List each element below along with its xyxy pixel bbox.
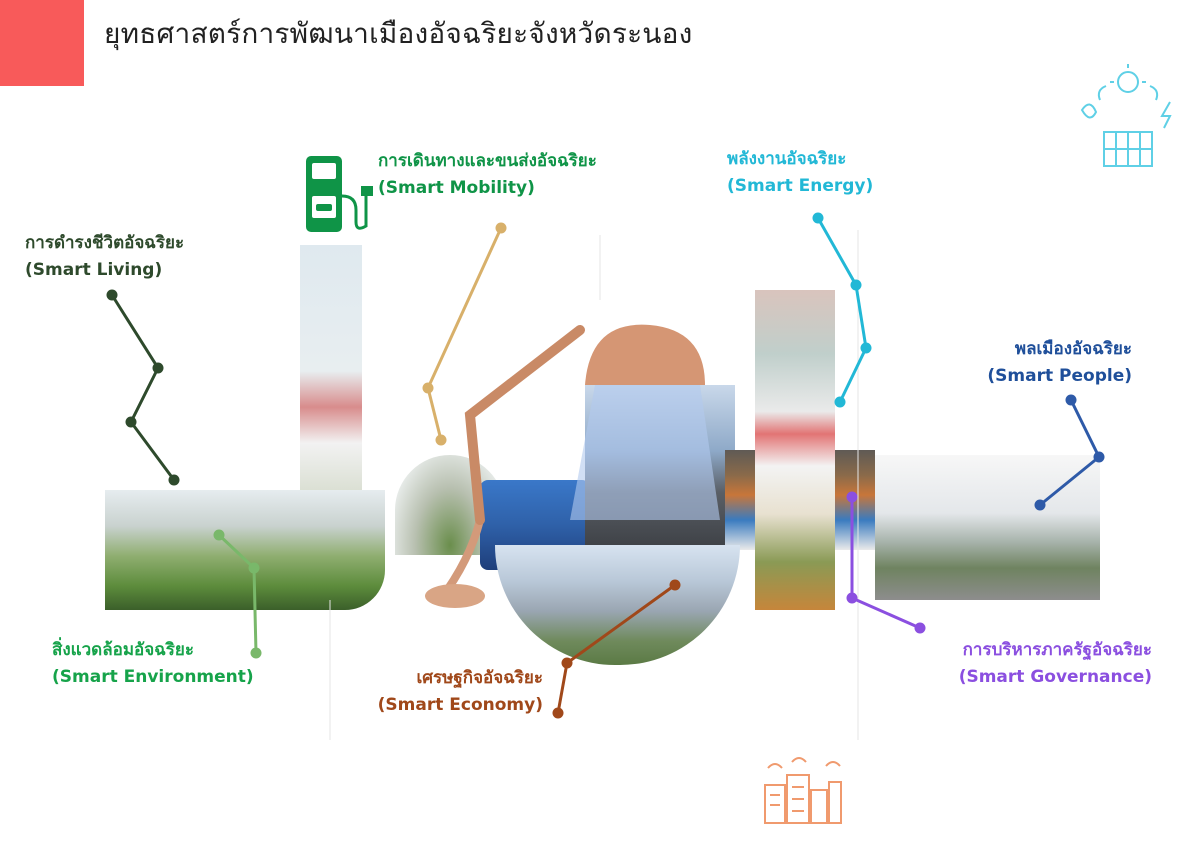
collage-panel-energy xyxy=(755,290,835,610)
label-smart-environment: สิ่งแวดล้อมอัจฉริยะ (Smart Environment) xyxy=(52,637,254,691)
mobility-dot xyxy=(435,434,447,446)
label-smart-environment-en: (Smart Environment) xyxy=(52,667,254,687)
governance-dot xyxy=(846,592,858,604)
environment-dot xyxy=(213,529,225,541)
label-smart-economy-en: (Smart Economy) xyxy=(377,695,543,715)
page-title: ยุทธศาสตร์การพัฒนาเมืองอัจฉริยะจังหวัดระ… xyxy=(104,17,693,50)
living-dot xyxy=(152,362,164,374)
economy-connector xyxy=(556,583,676,714)
ev-charging-station-icon xyxy=(306,156,373,232)
label-smart-mobility-th: การเดินทางและขนส่งอัจฉริยะ xyxy=(378,151,597,171)
label-smart-governance: การบริหารภาครัฐอัจฉริยะ (Smart Governanc… xyxy=(959,637,1152,691)
collage-panel-environment xyxy=(105,490,385,610)
environment-connector xyxy=(217,533,258,654)
label-smart-people-en: (Smart People) xyxy=(987,366,1132,386)
label-smart-living-th: การดำรงชีวิตอัจฉริยะ xyxy=(25,233,185,253)
label-smart-economy: เศรษฐกิจอัจฉริยะ (Smart Economy) xyxy=(378,665,543,719)
governance-dot xyxy=(914,622,926,634)
label-smart-people: พลเมืองอัจฉริยะ (Smart People) xyxy=(987,336,1132,390)
people-dot xyxy=(1093,451,1105,463)
accent-block xyxy=(0,0,84,86)
label-smart-governance-en: (Smart Governance) xyxy=(958,667,1152,687)
energy-dot xyxy=(834,396,846,408)
energy-dot xyxy=(860,342,872,354)
label-smart-governance-th: การบริหารภาครัฐอัจฉริยะ xyxy=(962,640,1152,660)
mobility-dot xyxy=(495,222,507,234)
label-smart-environment-th: สิ่งแวดล้อมอัจฉริยะ xyxy=(52,640,195,660)
energy-dot xyxy=(812,212,824,224)
economy-dot xyxy=(552,707,564,719)
label-smart-living: การดำรงชีวิตอัจฉริยะ (Smart Living) xyxy=(25,230,184,284)
label-smart-living-en: (Smart Living) xyxy=(25,260,163,280)
economy-dot xyxy=(561,657,573,669)
label-smart-energy-en: (Smart Energy) xyxy=(727,176,874,196)
energy-dot xyxy=(850,279,862,291)
living-dot xyxy=(168,474,180,486)
mobility-dot xyxy=(422,382,434,394)
people-connector xyxy=(1039,399,1101,507)
living-dot xyxy=(125,416,137,428)
economy-dot xyxy=(669,579,681,591)
label-smart-energy-th: พลังงานอัจฉริยะ xyxy=(727,149,847,169)
governance-connector xyxy=(850,497,921,630)
label-smart-mobility: การเดินทางและขนส่งอัจฉริยะ (Smart Mobili… xyxy=(378,148,597,202)
environment-dot xyxy=(248,562,260,574)
people-dot xyxy=(1065,394,1077,406)
label-smart-people-th: พลเมืองอัจฉริยะ xyxy=(1014,339,1132,359)
collage-panel-people xyxy=(875,455,1100,600)
label-smart-energy: พลังงานอัจฉริยะ (Smart Energy) xyxy=(727,146,873,200)
label-smart-economy-th: เศรษฐกิจอัจฉริยะ xyxy=(416,668,543,688)
mobility-connector xyxy=(426,227,503,441)
label-smart-mobility-en: (Smart Mobility) xyxy=(378,178,535,198)
environment-dot xyxy=(250,647,262,659)
living-dot xyxy=(106,289,118,301)
governance-dot xyxy=(846,491,858,503)
smart-city-buildings-icon xyxy=(764,757,842,824)
living-connector xyxy=(110,294,176,481)
renewable-energy-building-icon xyxy=(1080,64,1172,167)
energy-connector xyxy=(816,217,868,403)
copper-lamp-image xyxy=(425,324,720,608)
people-dot xyxy=(1034,499,1046,511)
